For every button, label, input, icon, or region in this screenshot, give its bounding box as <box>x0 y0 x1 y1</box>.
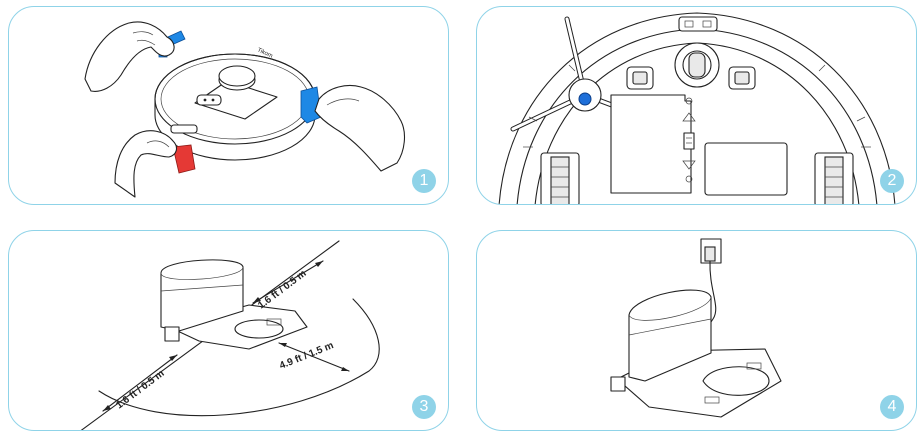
step-number-badge: 2 <box>880 169 904 193</box>
step-number-badge: 3 <box>412 395 436 419</box>
main-brush-cover <box>705 143 787 195</box>
robot-underside-illustration <box>477 7 917 205</box>
plug-in-dock-illustration <box>477 231 917 431</box>
step-2-panel: 2 <box>476 6 917 205</box>
side-brush-hub <box>579 93 591 105</box>
battery-cover <box>611 95 691 193</box>
dock-power-port <box>165 327 179 341</box>
caster-wheel <box>689 53 705 77</box>
step-number-badge: 1 <box>412 169 436 193</box>
clearance-right-label: 1.6 ft / 0.5 m <box>256 268 308 311</box>
step-number-badge: 4 <box>880 395 904 419</box>
dock-clearance-illustration: 1.6 ft / 0.5 m 1.6 ft / 0.5 m 4.9 ft / 1… <box>9 231 449 431</box>
front-sensor-window <box>171 125 197 133</box>
control-buttons <box>197 95 221 105</box>
dock-power-port <box>611 377 625 391</box>
step-1-panel: Tikom 1 <box>8 6 449 205</box>
step-3-panel: 1.6 ft / 0.5 m 1.6 ft / 0.5 m 4.9 ft / 1… <box>8 230 449 431</box>
remove-packaging-illustration: Tikom <box>9 7 449 205</box>
clearance-left-label: 1.6 ft / 0.5 m <box>114 368 166 411</box>
clearance-front-label: 4.9 ft / 1.5 m <box>278 340 335 372</box>
step-4-panel: 4 <box>476 230 917 431</box>
hand-icon <box>115 131 176 197</box>
power-cord-icon <box>705 247 715 261</box>
power-switch <box>684 133 694 149</box>
hand-icon <box>315 86 404 172</box>
